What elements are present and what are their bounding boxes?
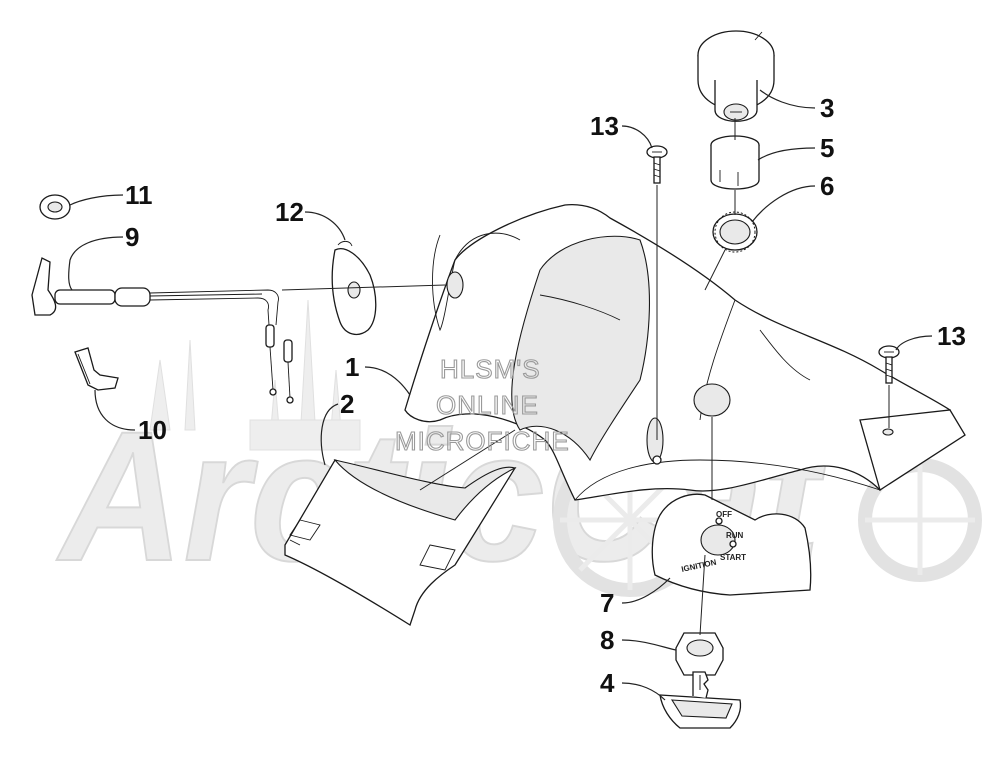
- callout-13-right: 13: [937, 321, 966, 351]
- callout-labels: 3 5 6 13 13 11 9 12 1 2 10 7 8 4: [125, 93, 966, 698]
- callout-6: 6: [820, 171, 834, 201]
- callout-10: 10: [138, 415, 167, 445]
- callout-2: 2: [340, 389, 354, 419]
- cable-end-left: [265, 324, 277, 396]
- plate-label-run: RUN: [726, 531, 744, 540]
- callout-9: 9: [125, 222, 139, 252]
- part-3-ignition-switch: [697, 30, 775, 122]
- part-9-throttle-cable: [31, 257, 294, 404]
- callout-4: 4: [600, 668, 615, 698]
- leader-lines: [68, 89, 933, 701]
- callout-11: 11: [125, 180, 153, 210]
- assembly-lines: [281, 118, 890, 690]
- watermark-line-1: HLSM'S: [440, 354, 541, 384]
- plate-label-start: START: [720, 553, 746, 562]
- part-10-throttle-lever: [74, 347, 119, 391]
- callout-12: 12: [275, 197, 304, 227]
- callout-1: 1: [345, 352, 359, 382]
- watermark-castle-icon: [149, 299, 361, 451]
- callout-5: 5: [820, 133, 834, 163]
- part-4-key-icon: [659, 671, 742, 729]
- part-12-grommet-plate: [331, 240, 377, 336]
- plate-label-off: OFF: [716, 510, 732, 519]
- part-7-ignition-plate: OFF RUN START IGNITION: [651, 493, 812, 596]
- watermark-line-3: MICROFICHE: [395, 426, 570, 456]
- part-11-grommet: [39, 194, 71, 220]
- part-2-lower-cover: [284, 459, 517, 626]
- cable-end-right: [283, 339, 294, 404]
- callout-8: 8: [600, 625, 614, 655]
- part-1-handlebar-cover: [404, 204, 966, 501]
- part-13-screw-right: [878, 345, 900, 384]
- callout-13-top: 13: [590, 111, 619, 141]
- part-13-screw-top: [646, 145, 668, 184]
- callout-3: 3: [820, 93, 834, 123]
- callout-7: 7: [600, 588, 614, 618]
- part-6-lock-washer: [712, 211, 758, 253]
- part-8-ignition-nut: [675, 632, 724, 676]
- watermark-text: HLSM'S ONLINE MICROFICHE: [394, 353, 570, 456]
- watermark-line-2: ONLINE: [436, 390, 539, 420]
- part-5-nut-sleeve: [710, 135, 760, 190]
